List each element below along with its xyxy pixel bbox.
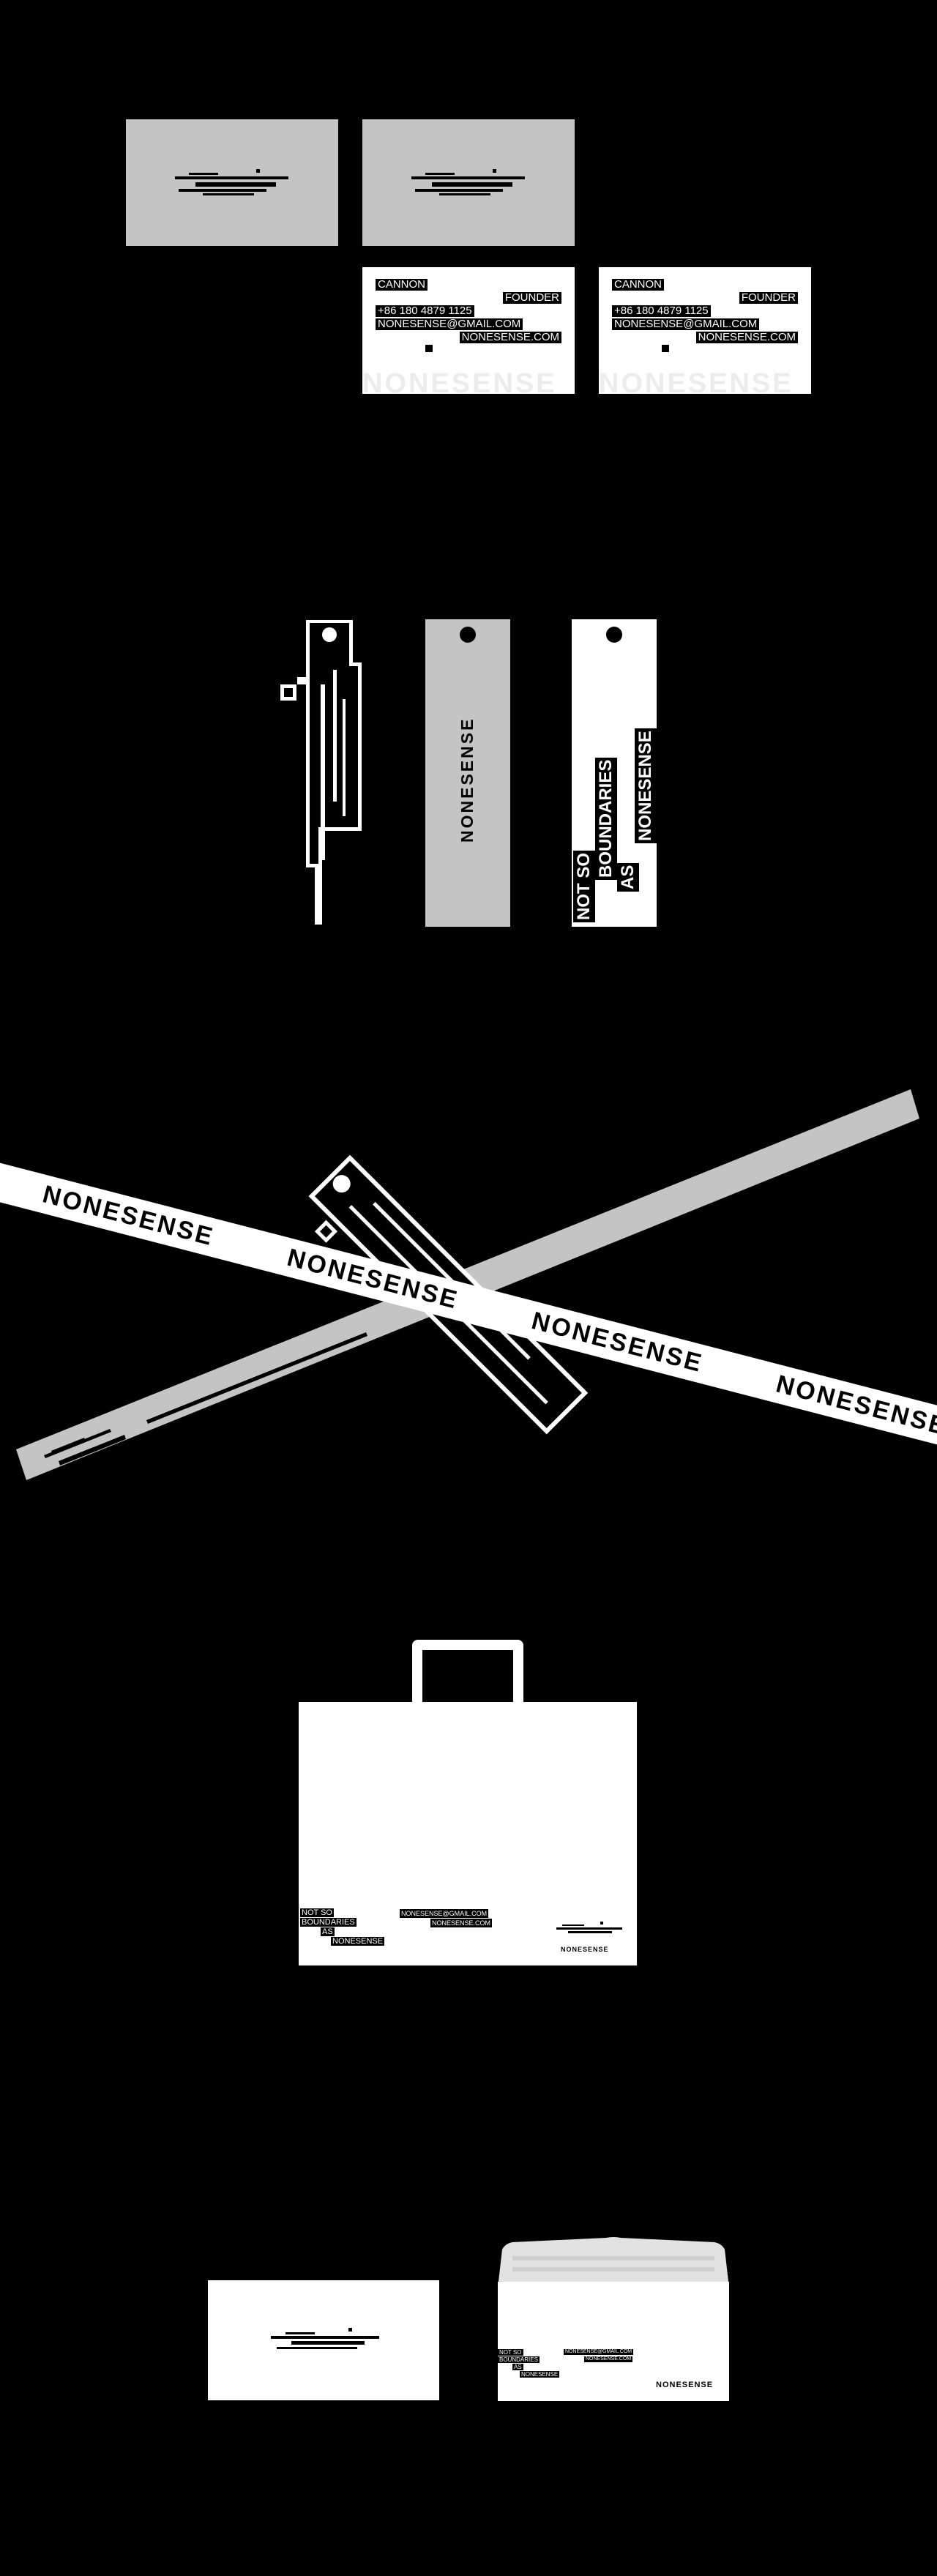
hang-tag-white: NOT SO BOUNDARIES AS NONESENSE [572, 619, 657, 927]
tag-hole [606, 627, 622, 643]
tag-brand-text: NONESENSE [458, 717, 477, 843]
bag-logo-mark [556, 1922, 622, 1933]
business-card-back-2 [362, 119, 575, 246]
tagline-line-1: NOT SO [573, 850, 595, 922]
envelope-tagline-4: NONESENSE [520, 2371, 560, 2378]
bag-website: NONESENSE.COM [430, 1919, 493, 1927]
hang-tag-gray: NONESENSE [425, 619, 510, 927]
business-card-front-2: CANNON FOUNDER +86 180 4879 1125 NONESEN… [599, 267, 811, 394]
tagline-line-2: BOUNDARIES [595, 757, 617, 880]
shopping-bag-body: NOT SO BOUNDARIES AS NONESENSE NONESENSE… [299, 1702, 637, 1965]
contact-phone: +86 180 4879 1125 [376, 305, 474, 317]
contact-title: FOUNDER [739, 292, 798, 304]
envelope-back [208, 2280, 439, 2400]
brand-logo-mark [175, 169, 288, 195]
envelope-body: NOT SO BOUNDARIES AS NONESENSE NONESENSE… [498, 2282, 729, 2401]
bag-tagline-3: AS [321, 1927, 335, 1936]
contact-name: CANNON [376, 279, 428, 291]
envelope-tagline-2: BOUNDARIES [498, 2356, 540, 2363]
envelope-logo-mark [271, 2328, 379, 2349]
envelope-front: NOT SO BOUNDARIES AS NONESENSE NONESENSE… [498, 2236, 729, 2401]
contact-phone: +86 180 4879 1125 [612, 305, 711, 317]
envelope-email: NONESENSE@GMAIL.COM [564, 2349, 634, 2355]
envelope-website: NONESENSE.COM [584, 2356, 633, 2362]
envelope-tagline-3: AS [512, 2364, 523, 2370]
contact-title: FOUNDER [502, 292, 561, 304]
envelope-flap [498, 2237, 729, 2288]
card-dot [662, 345, 669, 352]
brand-logo-mark [411, 169, 525, 195]
bag-tagline-1: NOT SO [300, 1908, 334, 1917]
envelope-tagline-1: NOT SO [498, 2349, 523, 2356]
contact-name: CANNON [612, 279, 665, 291]
tag-hole [460, 627, 476, 643]
envelope-brand-name: NONESENSE [656, 2381, 714, 2389]
tagline-line-3: AS [617, 862, 639, 892]
contact-email: NONESENSE@GMAIL.COM [376, 318, 523, 330]
business-card-front-1: CANNON FOUNDER +86 180 4879 1125 NONESEN… [362, 267, 575, 394]
contact-website: NONESENSE.COM [695, 332, 798, 343]
business-card-back-1 [126, 119, 338, 246]
card-dot [425, 345, 433, 352]
bag-brand-name: NONESENSE [561, 1946, 609, 1953]
tagline-line-4: NONESENSE [635, 728, 657, 843]
card-watermark-brand: NONESENSE [599, 368, 794, 394]
bag-tagline-2: BOUNDARIES [300, 1918, 356, 1927]
bag-tagline-4: NONESENSE [331, 1937, 385, 1946]
contact-email: NONESENSE@GMAIL.COM [612, 318, 760, 330]
bag-handle [412, 1640, 523, 1707]
contact-website: NONESENSE.COM [459, 332, 561, 343]
card-watermark-brand: NONESENSE [362, 368, 557, 394]
hang-tag-logo-shape [280, 620, 362, 925]
bag-email: NONESENSE@GMAIL.COM [400, 1909, 489, 1918]
